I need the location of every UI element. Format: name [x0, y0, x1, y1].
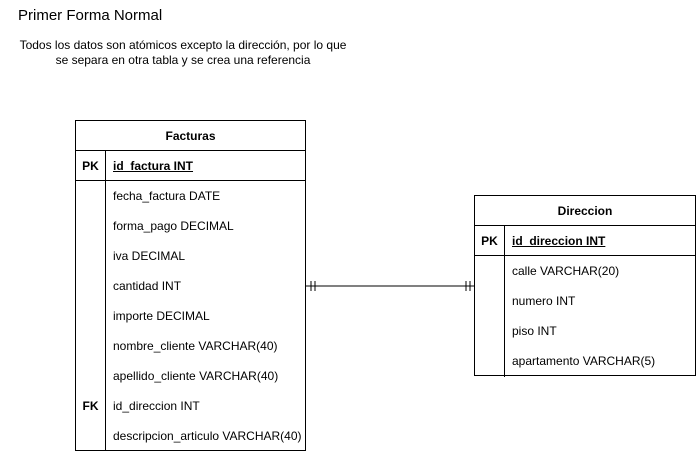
fk-label: FK [82, 399, 99, 413]
entity-direccion-header: Direccion [475, 196, 695, 226]
field-apellido-cliente: apellido_cliente VARCHAR(40) [113, 369, 279, 383]
description-line-1: Todos los datos son atómicos excepto la … [19, 38, 347, 52]
field-id-direccion: id_direccion INT [113, 399, 200, 413]
pk-label: PK [76, 151, 106, 180]
field-cantidad: cantidad INT [113, 279, 182, 293]
entity-facturas-fields: fecha_factura DATE forma_pago DECIMAL iv… [106, 181, 305, 451]
entity-facturas[interactable]: Facturas PK id_factura INT FK fecha_fact… [75, 120, 306, 451]
entity-direccion-key-column [475, 256, 505, 377]
description-text: Todos los datos son atómicos excepto la … [8, 38, 358, 68]
description-line-2: se separa en otra tabla y se crea una re… [55, 53, 311, 67]
entity-facturas-body: FK fecha_factura DATE forma_pago DECIMAL… [76, 181, 305, 451]
entity-direccion[interactable]: Direccion PK id_direccion INT calle VARC… [474, 195, 696, 377]
entity-facturas-header: Facturas [76, 121, 305, 151]
entity-direccion-pk-row: PK id_direccion INT [475, 226, 695, 256]
entity-facturas-key-column: FK [76, 181, 106, 451]
field-piso: piso INT [512, 324, 557, 338]
pk-label: PK [475, 226, 505, 255]
entity-facturas-pk-row: PK id_factura INT [76, 151, 305, 181]
field-calle: calle VARCHAR(20) [512, 264, 620, 278]
field-descripcion-articulo: descripcion_articulo VARCHAR(40) [113, 429, 302, 443]
field-importe: importe DECIMAL [113, 309, 210, 323]
field-apartamento: apartamento VARCHAR(5) [512, 354, 656, 368]
field-forma-pago: forma_pago DECIMAL [113, 219, 234, 233]
field-nombre-cliente: nombre_cliente VARCHAR(40) [113, 339, 278, 353]
pk-field-id-direccion: id_direccion INT [512, 233, 606, 248]
pk-field-id-factura: id_factura INT [113, 158, 194, 173]
page-title: Primer Forma Normal [18, 7, 163, 24]
field-fecha-factura: fecha_factura DATE [113, 189, 221, 203]
field-iva: iva DECIMAL [113, 249, 186, 263]
field-numero: numero INT [512, 294, 576, 308]
entity-direccion-fields: calle VARCHAR(20) numero INT piso INT ap… [505, 256, 695, 377]
entity-direccion-body: calle VARCHAR(20) numero INT piso INT ap… [475, 256, 695, 377]
